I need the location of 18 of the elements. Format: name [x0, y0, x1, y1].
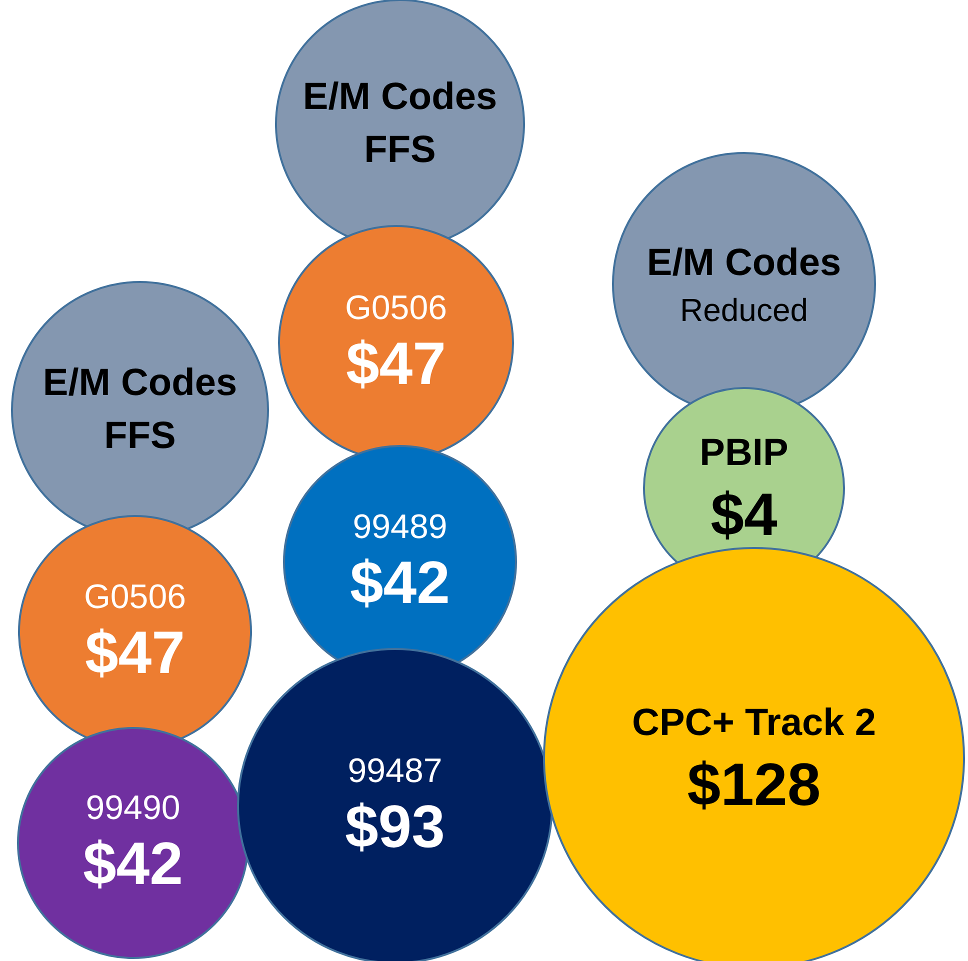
- billing-code: G0506: [84, 577, 186, 618]
- payment-amount: $128: [687, 750, 821, 820]
- billing-code: G0506: [344, 288, 448, 329]
- payment-amount: $47: [84, 618, 186, 687]
- bubble-heading: CPC+ Track 2: [632, 700, 876, 746]
- bubble-heading: E/M Codes: [646, 240, 842, 286]
- bubble-subtitle: Reduced: [680, 290, 808, 330]
- payment-amount: $93: [344, 792, 446, 861]
- billing-code: 99490: [86, 788, 180, 829]
- bubble-heading: E/M Codes FFS: [302, 74, 498, 173]
- bubble-heading: PBIP: [700, 430, 788, 476]
- billing-code: 99489: [352, 507, 448, 548]
- payment-amount: $42: [350, 548, 450, 617]
- payment-amount: $42: [82, 828, 184, 898]
- payment-amount: $4: [710, 480, 778, 550]
- bubble-heading: E/M Codes FFS: [42, 360, 238, 459]
- billing-code: 99487: [348, 751, 442, 792]
- payment-amount: $47: [346, 328, 446, 398]
